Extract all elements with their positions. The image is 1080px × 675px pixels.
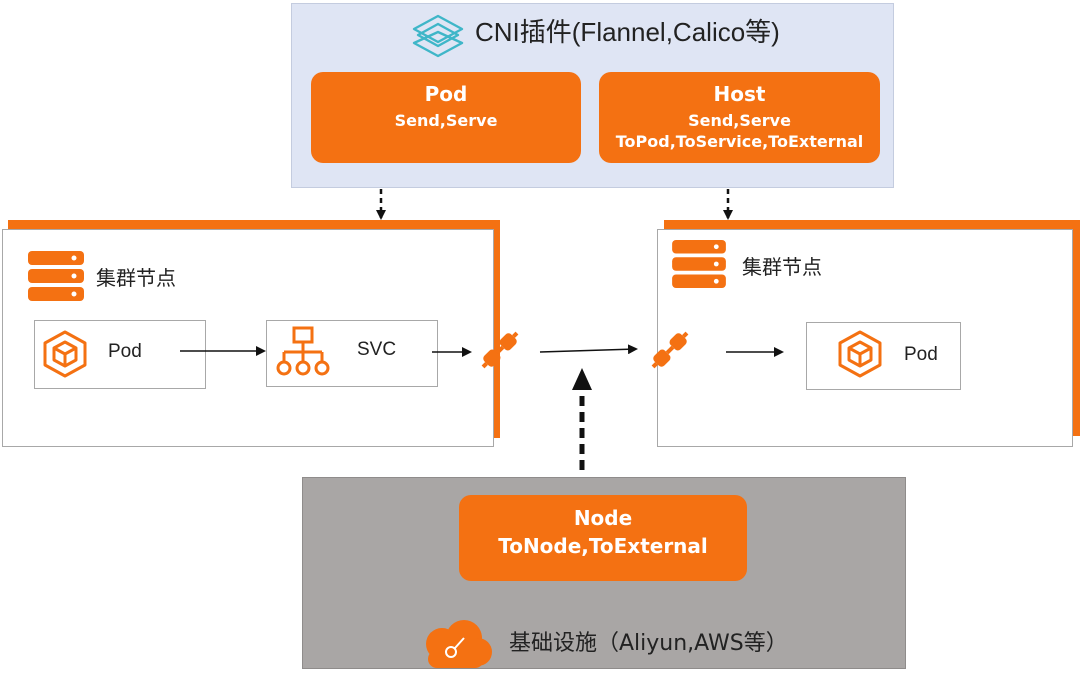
cni-host-box-targets: ToPod,ToService,ToExternal [615,132,864,151]
right-node-label: 集群节点 [742,255,822,279]
left-pod-card[interactable] [34,320,206,389]
server-rack-icon [28,251,84,301]
cni-host-box-capabilities: Send,Serve [688,111,791,130]
cloud-icon [426,620,492,668]
left-pod-card-label: Pod [108,341,142,362]
server-rack-icon [672,240,726,288]
cni-pod-box-capabilities: Send,Serve [394,111,498,130]
infra-node-box: Node ToNode,ToExternal [459,495,747,581]
infra-to-network-arrowhead [572,368,592,390]
infra-node-box-capabilities: ToNode,ToExternal [498,534,708,558]
link-connector-icon [651,331,689,369]
left-node-label: 集群节点 [96,266,176,290]
service-tree-icon [276,326,330,376]
infra-panel-label: 基础设施（Aliyun,AWS等） [509,631,788,656]
cni-pod-box-title: Pod [424,82,468,106]
node-to-node-arrow [539,344,638,355]
pod-cube-icon [43,330,87,378]
cni-pod-box: Pod Send,Serve [311,72,581,163]
network-layers-icon [412,14,464,58]
left-svc-card-label: SVC [357,339,397,360]
right-pod-card[interactable] [806,322,961,390]
infra-node-box-title: Node [573,506,633,530]
cni-panel-title: CNI插件(Flannel,Calico等) [475,17,780,47]
pod-cube-icon [838,330,882,378]
cni-host-box: Host Send,Serve ToPod,ToService,ToExtern… [599,72,880,163]
right-pod-card-label: Pod [904,344,938,365]
link-connector-icon [481,331,519,369]
cni-host-box-title: Host [713,82,766,106]
